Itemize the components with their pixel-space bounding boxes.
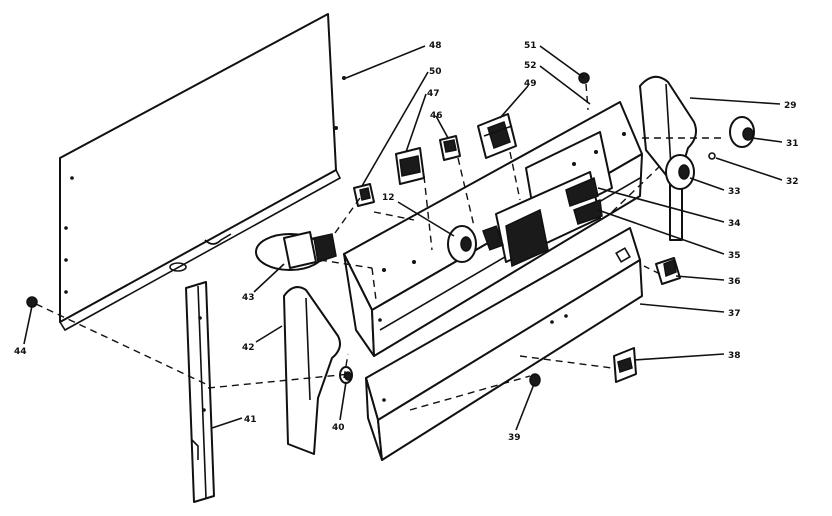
callout-46: 46 bbox=[430, 111, 443, 121]
callout-31: 31 bbox=[786, 139, 799, 149]
switch-49 bbox=[477, 113, 517, 159]
switch-47 bbox=[395, 147, 425, 185]
callout-35: 35 bbox=[728, 251, 741, 261]
callout-41: 41 bbox=[244, 415, 257, 425]
callout-38: 38 bbox=[728, 351, 741, 361]
callout-36: 36 bbox=[728, 277, 741, 287]
callout-48: 48 bbox=[429, 41, 442, 51]
left-trim-strip bbox=[185, 281, 215, 503]
callout-32: 32 bbox=[786, 177, 799, 187]
callout-44: 44 bbox=[14, 347, 27, 357]
callout-52: 52 bbox=[524, 61, 537, 71]
callout-43: 43 bbox=[242, 293, 255, 303]
callout-40: 40 bbox=[332, 423, 345, 433]
callout-29: 29 bbox=[784, 101, 797, 111]
switch-46 bbox=[439, 135, 461, 161]
callout-labels: 48 50 47 46 51 52 49 29 31 32 33 34 35 3… bbox=[14, 41, 799, 443]
clock-timer-module bbox=[482, 171, 603, 268]
callout-42: 42 bbox=[242, 343, 255, 353]
switch-43 bbox=[255, 231, 337, 271]
callout-33: 33 bbox=[728, 187, 741, 197]
callout-47: 47 bbox=[427, 89, 440, 99]
bracket-clip bbox=[613, 347, 637, 383]
callout-49: 49 bbox=[524, 79, 537, 89]
end-cap bbox=[283, 286, 341, 455]
spring-clip-32 bbox=[708, 152, 716, 160]
knob-31 bbox=[729, 116, 755, 148]
screw-39 bbox=[529, 373, 541, 387]
assembly-lines bbox=[35, 83, 724, 411]
callout-12: 12 bbox=[382, 193, 395, 203]
callout-50: 50 bbox=[429, 67, 442, 77]
callout-34: 34 bbox=[728, 219, 741, 229]
switch-36 bbox=[655, 257, 681, 285]
leader-lines bbox=[23, 45, 783, 431]
callout-39: 39 bbox=[508, 433, 521, 443]
screw-44 bbox=[26, 296, 38, 308]
front-trim-panel bbox=[365, 227, 643, 461]
callout-51: 51 bbox=[524, 41, 537, 51]
knob-33 bbox=[665, 154, 695, 190]
control-knob bbox=[447, 225, 477, 263]
back-panel bbox=[59, 13, 346, 332]
callout-37: 37 bbox=[728, 309, 741, 319]
